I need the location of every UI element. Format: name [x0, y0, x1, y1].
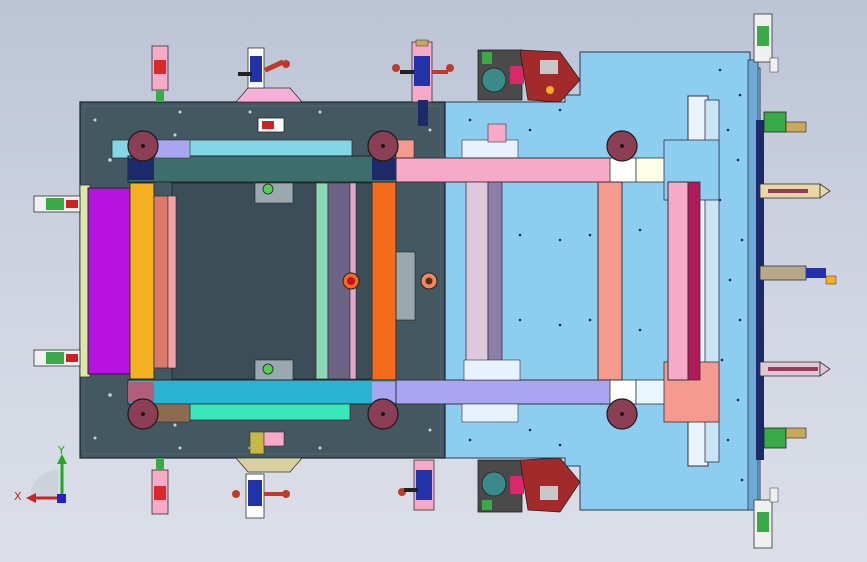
top-clamp-1	[151, 45, 169, 102]
triad-z-axis	[57, 494, 66, 503]
wheel-top-mid	[367, 130, 399, 162]
wheel-bottom-right	[606, 398, 638, 430]
coordinate-triad: Y X	[14, 444, 67, 503]
right-clamp-bottom	[753, 487, 779, 549]
bottom-clamp-3	[398, 459, 435, 511]
vertical-frame-bars	[129, 151, 397, 409]
right-bracket-2	[763, 427, 807, 449]
wheel-bottom-left	[127, 398, 159, 430]
right-plate-holes	[468, 68, 744, 482]
sensor-block-center-bottom	[262, 363, 274, 375]
triad-x-label: X	[14, 490, 22, 503]
top-clamp-5	[519, 49, 581, 103]
bottom-clamp-2	[232, 431, 290, 519]
top-clamp-3	[392, 39, 454, 126]
right-cylinder-3	[759, 361, 831, 377]
left-end-block	[79, 184, 135, 378]
top-clamp-4	[477, 49, 524, 101]
sensor-block-top	[257, 117, 285, 133]
base-plate-holes	[93, 110, 432, 450]
bottom-clamp-1	[151, 458, 169, 515]
right-cylinder-1	[759, 183, 831, 199]
top-clamp-2	[238, 47, 290, 89]
locating-pin-left	[342, 272, 360, 290]
bottom-clamp-5	[519, 457, 581, 513]
right-bracket-1	[763, 111, 807, 133]
triad-y-label: Y	[57, 444, 65, 457]
locating-pin-right	[420, 272, 438, 290]
right-top-rails	[395, 139, 720, 201]
wheel-top-right	[606, 130, 638, 162]
right-clamp-top	[753, 13, 779, 73]
left-clamp-top	[33, 195, 81, 213]
right-cylinder-2	[759, 265, 837, 285]
top-frame-rails	[111, 139, 397, 183]
triad-x-arrow-icon	[26, 493, 36, 503]
left-clamp-bottom	[33, 349, 81, 367]
sensor-block-center-top	[262, 183, 274, 195]
right-vertical-bars	[463, 123, 701, 381]
triad-y-arrow-icon	[57, 454, 67, 464]
bottom-mount-pad	[235, 457, 303, 473]
bottom-clamp-4	[477, 459, 524, 513]
wheel-bottom-mid	[367, 398, 399, 430]
top-mount-pad	[235, 87, 303, 103]
wheel-top-left	[127, 130, 159, 162]
